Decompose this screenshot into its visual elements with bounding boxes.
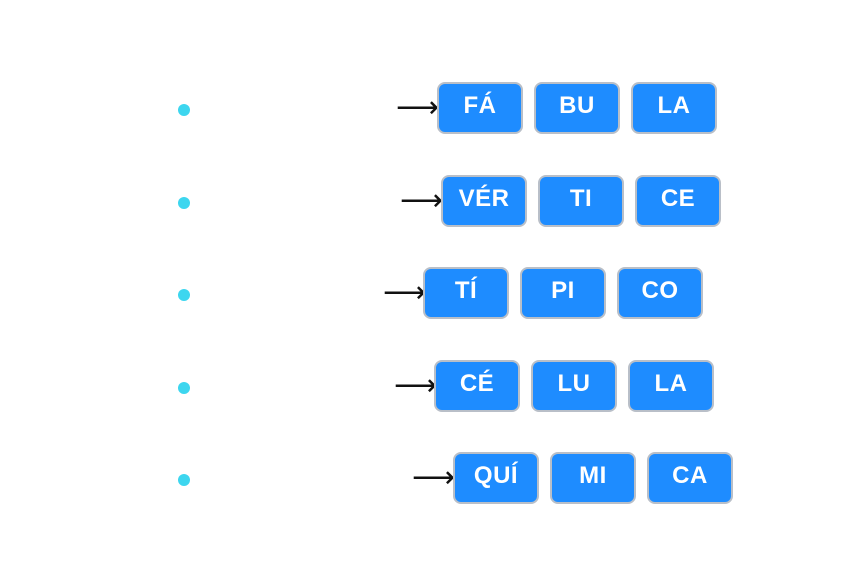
syllable-chip[interactable]: CE — [635, 175, 721, 227]
syllable-chip[interactable]: BU — [534, 82, 620, 134]
syllable-chip[interactable]: CA — [647, 452, 733, 504]
bullet-dot-icon — [178, 382, 190, 394]
syllable-label: MI — [579, 462, 607, 489]
syllable-label: LA — [657, 92, 691, 119]
syllable-chip[interactable]: TI — [538, 175, 624, 227]
arrow-right-icon: ⟶ — [383, 275, 427, 310]
arrow-right-icon: ⟶ — [396, 90, 440, 125]
syllable-label: CÉ — [459, 370, 495, 397]
syllable-label: TI — [569, 185, 593, 212]
syllable-chip[interactable]: LA — [628, 360, 714, 412]
syllable-group: CÉ LU LA — [434, 360, 714, 412]
syllable-chip[interactable]: LA — [631, 82, 717, 134]
word-row: ⟶ CÉ LU LA — [0, 360, 866, 416]
syllable-chip[interactable]: PI — [520, 267, 606, 319]
syllable-chip[interactable]: FÁ — [437, 82, 523, 134]
syllable-group: VÉR TI CE — [441, 175, 721, 227]
syllable-chip[interactable]: QUÍ — [453, 452, 539, 504]
syllable-label: BU — [559, 92, 595, 119]
syllable-group: TÍ PI CO — [423, 267, 703, 319]
word-row: ⟶ FÁ BU LA — [0, 82, 866, 138]
syllable-group: FÁ BU LA — [437, 82, 717, 134]
word-row: ⟶ QUÍ MI CA — [0, 452, 866, 508]
arrow-right-icon: ⟶ — [412, 460, 456, 495]
syllable-chip[interactable]: CÉ — [434, 360, 520, 412]
syllable-chip[interactable]: MI — [550, 452, 636, 504]
syllable-group: QUÍ MI CA — [453, 452, 733, 504]
arrow-right-icon: ⟶ — [400, 183, 444, 218]
bullet-dot-icon — [178, 289, 190, 301]
syllable-chip[interactable]: LU — [531, 360, 617, 412]
word-row: ⟶ TÍ PI CO — [0, 267, 866, 323]
syllable-label: CO — [641, 277, 679, 304]
syllable-label: LU — [557, 370, 591, 397]
syllable-label: LA — [654, 370, 688, 397]
bullet-dot-icon — [178, 474, 190, 486]
word-row: ⟶ VÉR TI CE — [0, 175, 866, 231]
arrow-right-icon: ⟶ — [394, 368, 438, 403]
syllable-label: CE — [660, 185, 696, 212]
syllable-label: PI — [551, 277, 575, 304]
syllable-chip[interactable]: CO — [617, 267, 703, 319]
syllable-label: FÁ — [463, 92, 497, 119]
syllable-label: VÉR — [458, 185, 510, 212]
syllable-chip[interactable]: VÉR — [441, 175, 527, 227]
bullet-dot-icon — [178, 197, 190, 209]
bullet-dot-icon — [178, 104, 190, 116]
syllable-chip[interactable]: TÍ — [423, 267, 509, 319]
syllable-label: QUÍ — [473, 462, 519, 489]
syllable-label: CA — [672, 462, 708, 489]
syllable-label: TÍ — [454, 277, 478, 304]
